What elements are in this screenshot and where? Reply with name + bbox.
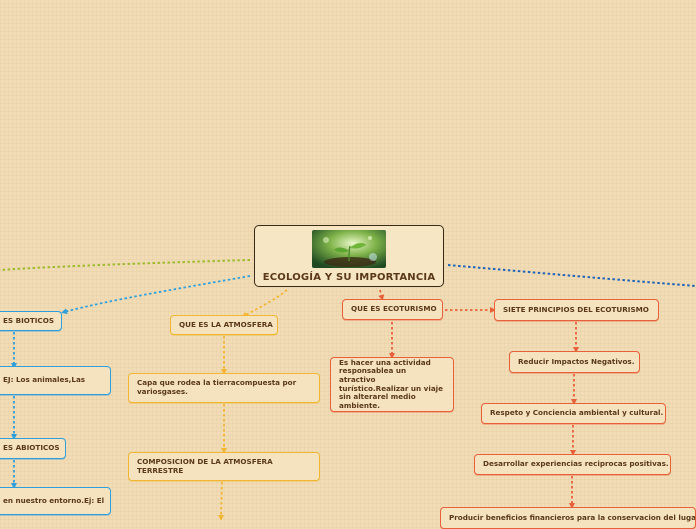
node-principio-3[interactable]: Desarrollar experiencias reciprocas posi… [474, 454, 671, 475]
node-atmosfera-composition[interactable]: COMPOSICION DE LA ATMOSFERA TERRESTRE [128, 452, 320, 481]
link-central-bioticos [61, 275, 251, 315]
node-abioticos-detail[interactable]: en nuestro entorno.Ej: El [0, 487, 111, 515]
node-principio-2[interactable]: Respeto y Conciencia ambiental y cultura… [481, 403, 666, 424]
node-principio-1-label: Reducir Impactos Negativos. [518, 356, 635, 366]
node-ecoturismo-definition[interactable]: Es hacer una actividad responsablea un a… [330, 357, 454, 412]
node-principio-3-label: Desarrollar experiencias reciprocas posi… [483, 459, 669, 469]
node-principio-4-label: Producir beneficios financieros para la … [449, 512, 696, 522]
node-abioticos-label: ES ABIOTICOS [3, 443, 60, 453]
link-green-branch [0, 259, 251, 271]
node-atmosfera-definition[interactable]: Capa que rodea la tierracompuesta por va… [128, 373, 320, 403]
node-abioticos[interactable]: ES ABIOTICOS [0, 438, 66, 459]
central-title: ECOLOGÍA Y SU IMPORTANCIA [262, 272, 436, 283]
node-bioticos-detail-label: EJ: Los animales,Las [3, 375, 86, 385]
node-principios[interactable]: SIETE PRINCIPIOS DEL ECOTURISMO [494, 299, 659, 321]
node-atmosfera[interactable]: QUE ES LA ATMOSFERA [170, 315, 278, 335]
node-abioticos-detail-label: en nuestro entorno.Ej: El [3, 495, 105, 505]
central-node[interactable]: ECOLOGÍA Y SU IMPORTANCIA [254, 225, 444, 287]
node-bioticos-label: ES BIOTICOS [3, 315, 54, 325]
node-bioticos[interactable]: ES BIOTICOS [0, 311, 62, 331]
node-bioticos-detail[interactable]: EJ: Los animales,Las [0, 366, 111, 395]
plant-sprout-image [312, 230, 386, 268]
node-atmosfera-label: QUE ES LA ATMOSFERA [179, 319, 273, 329]
node-ecoturismo[interactable]: QUE ES ECOTURISMO [342, 299, 443, 320]
link-composition-next [218, 481, 225, 520]
node-atmosfera-definition-label: Capa que rodea la tierracompuesta por va… [137, 378, 297, 396]
node-principio-1[interactable]: Reducir Impactos Negativos. [509, 351, 640, 373]
node-ecoturismo-label: QUE ES ECOTURISMO [351, 304, 437, 314]
node-principios-label: SIETE PRINCIPIOS DEL ECOTURISMO [503, 304, 649, 314]
node-principio-2-label: Respeto y Conciencia ambiental y cultura… [490, 408, 664, 418]
link-navy-branch [447, 264, 696, 287]
node-atmosfera-composition-label: COMPOSICION DE LA ATMOSFERA TERRESTRE [137, 456, 273, 475]
link-central-atmosfera [241, 289, 288, 318]
node-principio-4[interactable]: Producir beneficios financieros para la … [440, 507, 696, 529]
link-central-ecoturismo [378, 289, 385, 301]
node-ecoturismo-definition-label: Es hacer una actividad responsablea un a… [339, 357, 444, 410]
